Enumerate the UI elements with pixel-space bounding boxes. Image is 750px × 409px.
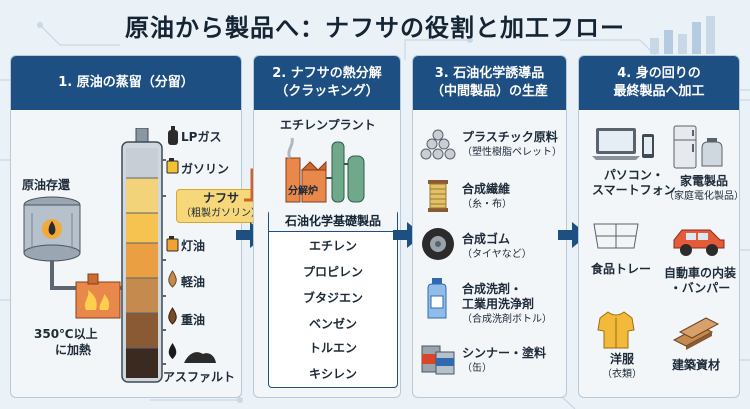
basic-product-xylene: キシレン [308, 367, 357, 381]
ethylene-plant-icon [285, 137, 365, 203]
derivative-plastic: プラスチック原料 （塑性樹脂ペレット） [462, 130, 562, 160]
page-title: 原油から製品へ：ナフサの役割と加工フロー [125, 14, 625, 42]
basic-product-benzene: ベンゼン [308, 317, 357, 331]
basic-product-toluene: トルエン [308, 341, 357, 355]
crude-oil-tank-icon [23, 196, 81, 262]
ethylene-plant-label: エチレンプラント [280, 118, 376, 132]
final-appliance-sub: （家庭電化製品） [664, 191, 744, 202]
panel-2-title-1: 2. ナフサの熱分解 [272, 66, 382, 81]
final-pc-label: パソコン・ [603, 168, 664, 182]
derivative-plastic-label: プラスチック原料 [462, 130, 558, 144]
derivative-plastic-sub: （塑性樹脂ペレット） [462, 147, 562, 158]
fraction-gasoline: ガソリン [181, 162, 230, 176]
panel-derivatives: 3. 石油化学誘導品 （中間製品）の生産 [412, 55, 567, 398]
final-clothing-label: 洋服 [609, 352, 634, 366]
derivative-detergent-label-2: 工業用洗浄剤 [462, 297, 535, 311]
derivative-fiber-sub: （糸・布） [462, 199, 512, 210]
oil-drop-icon [168, 270, 177, 288]
fuel-can-icon [166, 236, 179, 252]
derivative-paint: シンナー・塗料 （缶） [462, 346, 546, 376]
final-appliance: 家電製品 （家庭電化製品） [664, 174, 744, 204]
shirt-icon [597, 311, 635, 349]
naphtha-sub-label: （粗製ガソリン） [181, 208, 261, 219]
oil-drop-icon [168, 343, 177, 359]
tire-icon [422, 228, 454, 260]
gas-cylinder-icon [168, 126, 178, 145]
fuel-can-icon [166, 158, 179, 174]
lumber-icon [672, 317, 720, 350]
final-car-label: 自動車の内装 [664, 266, 737, 280]
derivative-detergent: 合成洗剤・ 工業用洗浄剤 （合成洗剤ボトル） [462, 282, 552, 327]
oil-drop-icon [168, 307, 177, 325]
laptop-phone-icon [592, 128, 654, 160]
fraction-kerosene: 灯油 [181, 239, 206, 253]
final-car: 自動車の内装 ・バンパー [664, 266, 736, 296]
detergent-bottle-icon [427, 278, 447, 319]
final-food-tray: 食品トレー [591, 262, 652, 276]
basic-product-ethylene: エチレン [308, 239, 357, 253]
derivative-rubber-sub: （タイヤなど） [462, 249, 532, 260]
naphtha-label: ナフサ [202, 191, 239, 205]
panel-2-title-2: （クラッキング） [275, 84, 379, 99]
panel-4-title-2: 最終製品へ加工 [613, 84, 705, 99]
panel-3-title-2: （中間製品）の生産 [430, 84, 548, 99]
fraction-heavy-oil: 重油 [181, 313, 206, 327]
heating-label-2: に加熱 [55, 343, 92, 357]
appliance-icon [673, 125, 723, 169]
asphalt-pile-icon [184, 352, 216, 363]
final-car-label-2: ・バンパー [669, 281, 731, 295]
final-building: 建築資材 [672, 358, 721, 372]
basic-products-box: 石油化学基礎製品 エチレン プロピレン ブタジエン ベンゼン トルエン キシレン [268, 210, 398, 388]
panel-4-header: 4. 身の回りの 最終製品へ加工 [579, 56, 739, 110]
derivative-rubber: 合成ゴム （タイヤなど） [462, 232, 532, 262]
fraction-diesel: 軽油 [181, 275, 206, 289]
fraction-asphalt: アスファルト [163, 370, 236, 384]
decorative-bar-chart-icon [650, 16, 715, 54]
basic-product-butadiene: ブタジエン [302, 291, 363, 305]
paint-can-icon [421, 345, 455, 375]
heating-label-1: 350℃以上 [34, 327, 98, 341]
panel-1-header: 1. 原油の蒸留（分留） [11, 56, 241, 110]
derivative-fiber-label: 合成繊維 [462, 182, 511, 196]
basic-products-title: 石油化学基礎製品 [269, 210, 397, 232]
derivative-fiber: 合成繊維 （糸・布） [462, 182, 512, 212]
derivative-detergent-label: 合成洗剤・ [462, 282, 523, 296]
cracking-furnace-label: 分解炉 [288, 186, 318, 197]
derivative-detergent-sub: （合成洗剤ボトル） [462, 314, 552, 325]
panel-4-title-1: 4. 身の回りの [617, 66, 701, 81]
derivative-paint-sub: （缶） [462, 363, 492, 374]
furnace-icon [75, 273, 121, 319]
panel-3-header: 3. 石油化学誘導品 （中間製品）の生産 [413, 56, 566, 110]
panel-3-title-1: 3. 石油化学誘導品 [434, 66, 545, 81]
final-appliance-label: 家電製品 [679, 174, 728, 188]
basic-product-propylene: プロピレン [302, 265, 363, 279]
panel-1-title: 1. 原油の蒸留（分留） [58, 75, 194, 90]
naphtha-box: ナフサ （粗製ガソリン） [176, 189, 266, 223]
pellets-icon [420, 129, 456, 160]
distillation-tower-icon [121, 128, 166, 383]
derivative-rubber-label: 合成ゴム [462, 232, 511, 246]
thread-spool-icon [428, 180, 448, 212]
fraction-lpg: LPガス [181, 130, 222, 144]
panel-2-header: 2. ナフサの熱分解 （クラッキング） [254, 56, 400, 110]
crude-oil-label: 原油存還 [22, 178, 71, 192]
final-clothing-sub: （衣類） [602, 369, 642, 380]
final-pc: パソコン・ スマートフォン [592, 168, 676, 198]
final-clothing: 洋服 （衣類） [602, 352, 642, 382]
final-pc-label-2: スマートフォン [592, 183, 676, 197]
car-icon [673, 229, 725, 256]
derivative-paint-label: シンナー・塗料 [462, 346, 547, 360]
food-tray-icon [593, 223, 639, 249]
